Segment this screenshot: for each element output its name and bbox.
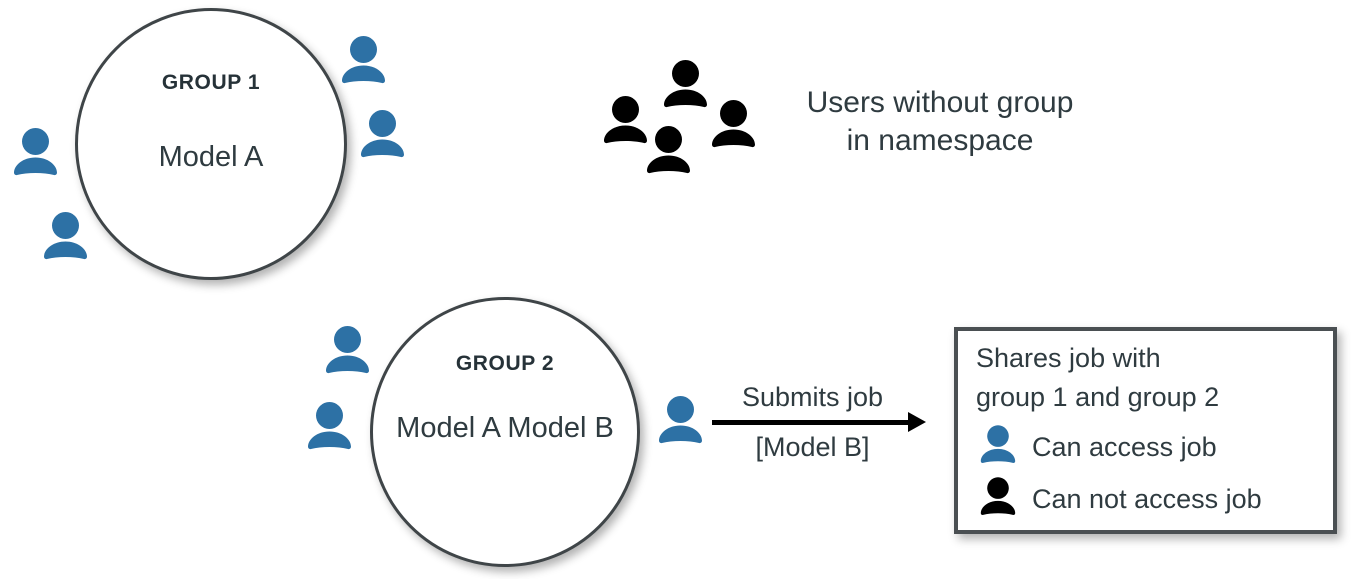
legend-row: Can not access job — [976, 477, 1262, 521]
user-icon-black — [658, 60, 713, 108]
group-1-models: Model A — [158, 141, 264, 173]
users-without-group-label: Users without group in namespace — [806, 86, 1074, 157]
user-icon-blue — [8, 128, 63, 176]
user-icon-black — [976, 477, 1020, 521]
group-2-title: GROUP 2 — [455, 352, 555, 375]
legend-box: Shares job with group 1 and group 2 Can … — [954, 327, 1337, 534]
group-2-models: Model A Model B — [396, 412, 614, 444]
submits-job-label-bottom: [Model B] — [755, 432, 870, 462]
user-icon-black — [598, 96, 653, 144]
legend-label: Can access job — [1032, 431, 1217, 462]
user-icon-blue — [976, 425, 1020, 469]
submits-job-arrow: Submits job [Model B] — [710, 382, 930, 472]
user-icon-blue — [302, 402, 357, 450]
user-icon-blue — [38, 212, 93, 260]
user-icon-blue — [653, 396, 708, 444]
user-icon-blue — [320, 326, 375, 374]
user-icon-blue — [355, 110, 410, 158]
legend-heading: Shares job with group 1 and group 2 — [976, 343, 1220, 412]
group-1-title: GROUP 1 — [161, 71, 261, 94]
arrow-head-icon — [908, 412, 926, 432]
group-1-circle: GROUP 1 Model A — [75, 8, 347, 280]
legend-label: Can not access job — [1032, 483, 1262, 514]
user-icon-black — [641, 126, 696, 174]
group-2-circle: GROUP 2 Model A Model B — [370, 297, 640, 567]
user-icon-black — [706, 100, 761, 148]
submits-job-label-top: Submits job — [741, 382, 884, 412]
arrow-shaft — [712, 420, 912, 425]
legend-row: Can access job — [976, 425, 1217, 469]
user-icon-blue — [336, 36, 391, 84]
